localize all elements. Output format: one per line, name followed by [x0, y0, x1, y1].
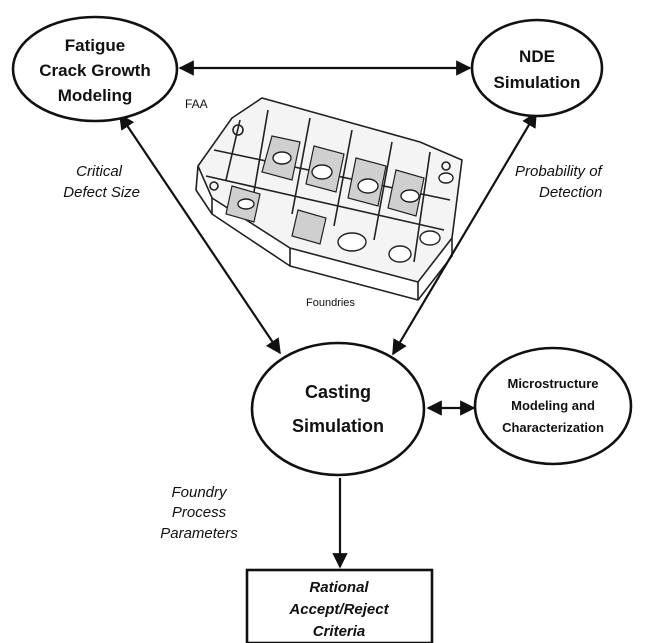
- node-fatigue-crack-growth-modeling: Fatigue Crack Growth Modeling: [11, 15, 179, 123]
- label-foundries: Foundries: [306, 297, 355, 309]
- node-micro-line-2: Modeling and: [511, 398, 595, 413]
- label-critical-defect-size: Critical Defect Size: [63, 163, 140, 201]
- node-criteria-line-1: Rational: [309, 579, 369, 596]
- label-probability-line-1: Probability of: [515, 163, 604, 180]
- cast-component-illustration: [195, 97, 463, 301]
- label-probability-of-detection: Probability of Detection: [515, 163, 604, 201]
- node-criteria-line-2: Accept/Reject: [288, 601, 389, 618]
- node-nde-line-2: Simulation: [494, 73, 581, 92]
- label-critical-line-1: Critical: [76, 163, 123, 180]
- edge-nde-casting: [392, 111, 537, 356]
- node-nde-simulation: NDE Simulation: [470, 18, 604, 118]
- label-foundry-process-parameters: Foundry Process Parameters: [160, 484, 238, 542]
- node-casting-simulation: Casting Simulation: [250, 341, 426, 477]
- label-foundry-line-3: Parameters: [160, 525, 238, 542]
- node-microstructure-modeling: Microstructure Modeling and Characteriza…: [473, 346, 633, 466]
- node-micro-line-3: Characterization: [502, 420, 604, 435]
- node-rational-accept-reject-criteria: Rational Accept/Reject Criteria: [245, 568, 434, 643]
- node-fatigue-line-2: Crack Growth: [39, 61, 150, 80]
- label-critical-line-2: Defect Size: [63, 184, 140, 201]
- label-probability-line-2: Detection: [539, 184, 602, 201]
- node-fatigue-line-3: Modeling: [58, 86, 133, 105]
- node-nde-line-1: NDE: [519, 47, 555, 66]
- node-criteria-line-3: Criteria: [313, 623, 366, 640]
- node-micro-line-1: Microstructure: [507, 376, 598, 391]
- node-casting-line-1: Casting: [305, 382, 371, 402]
- label-foundry-line-2: Process: [172, 504, 227, 521]
- node-casting-line-2: Simulation: [292, 416, 384, 436]
- node-fatigue-line-1: Fatigue: [65, 36, 125, 55]
- edge-fatigue-casting: [119, 113, 281, 355]
- label-foundry-line-1: Foundry: [171, 484, 228, 501]
- label-faa: FAA: [185, 97, 208, 111]
